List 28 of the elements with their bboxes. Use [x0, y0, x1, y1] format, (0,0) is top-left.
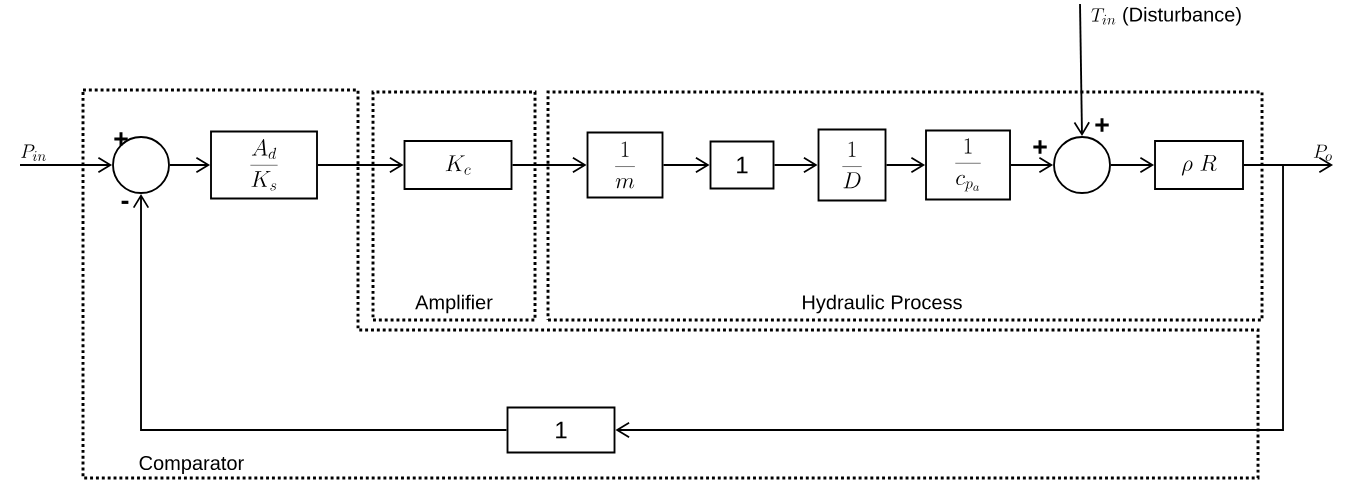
transfer-block: $\rho\ R$: [1154, 140, 1244, 190]
summing-junction: [1053, 136, 1111, 194]
arrow: [615, 164, 1284, 439]
transfer-block: $\frac{1}{c_{p_a}}$: [925, 129, 1011, 201]
sign-label: -: [121, 200, 129, 204]
transfer-block: $\frac{A_d}{K_s}$: [210, 130, 318, 200]
signal-label: $T_{in}$ (Disturbance): [1091, 6, 1241, 26]
arrow: [169, 156, 211, 174]
arrow: [132, 193, 508, 431]
arrow: [662, 156, 710, 174]
sign-label: +: [114, 132, 128, 146]
feedback-block: 1: [506, 406, 616, 454]
arrow: [773, 156, 818, 174]
signal-label: $P_o$: [1313, 144, 1332, 161]
sign-label: +: [1095, 118, 1109, 132]
arrow: [1010, 156, 1054, 174]
arrow: [511, 156, 587, 174]
arrow: [1110, 156, 1155, 174]
arrow: [885, 156, 926, 174]
sign-label: +: [1033, 140, 1047, 154]
transfer-block: 1: [709, 140, 775, 190]
arrow: [317, 156, 404, 174]
arrow: [19, 156, 113, 174]
arrow: [1073, 3, 1090, 137]
transfer-block: $K_c$: [403, 140, 513, 190]
transfer-block: $\frac{1}{m}$: [586, 131, 664, 199]
transfer-block: $\frac{1}{D}$: [817, 128, 887, 202]
signal-label: $P_{in}$: [21, 144, 46, 161]
